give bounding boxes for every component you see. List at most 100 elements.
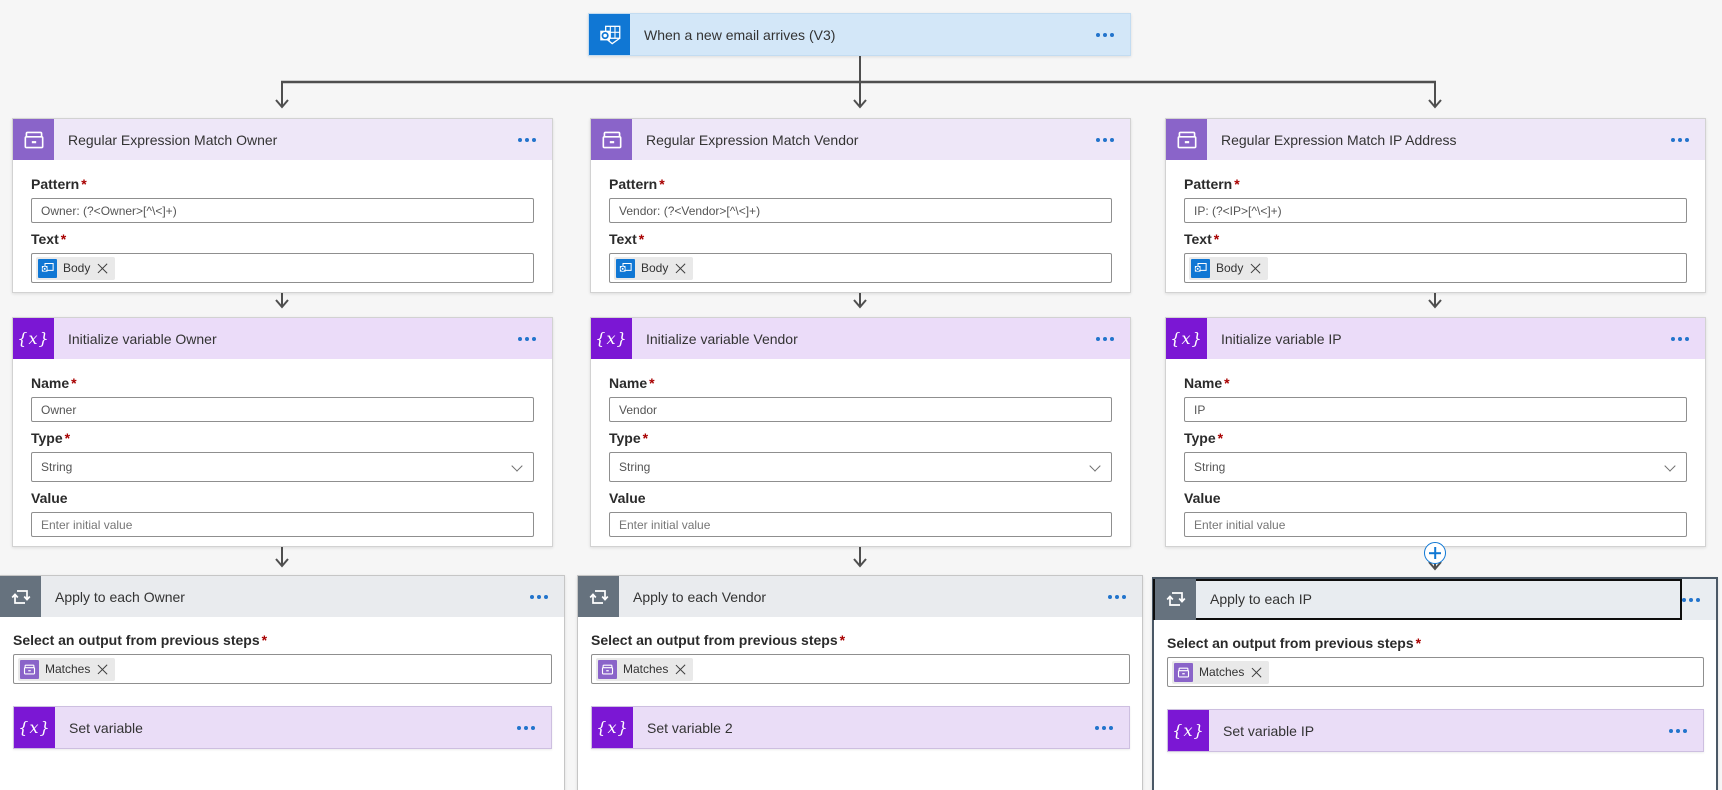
apply-title: Apply to each Vendor xyxy=(633,588,767,605)
type-select[interactable]: String xyxy=(31,452,534,482)
chevron-down-icon xyxy=(1089,459,1101,472)
token-label: Body xyxy=(641,261,669,275)
name-input[interactable] xyxy=(609,397,1112,422)
apply-header[interactable]: Apply to each Vendor xyxy=(578,576,1108,617)
regex-card-ip[interactable]: Regular Expression Match IP Address Patt… xyxy=(1165,118,1706,293)
loop-icon xyxy=(1155,578,1196,620)
chevron-down-icon xyxy=(511,459,523,472)
name-input[interactable] xyxy=(1184,397,1687,422)
trigger-menu-button[interactable] xyxy=(1096,32,1100,37)
body-token-chip[interactable]: Body xyxy=(614,256,694,280)
type-select[interactable]: String xyxy=(609,452,1112,482)
value-input[interactable] xyxy=(31,512,534,537)
set-variable-card[interactable]: {x} Set variable xyxy=(13,706,552,749)
remove-token-icon[interactable] xyxy=(1249,262,1261,274)
text-token-field[interactable]: Body xyxy=(31,253,534,283)
remove-token-icon[interactable] xyxy=(674,663,686,675)
init-variable-card-owner[interactable]: {x} Initialize variable Owner Name* Type… xyxy=(12,317,553,547)
card-menu-button[interactable] xyxy=(1096,137,1100,142)
pattern-input[interactable] xyxy=(1184,198,1687,223)
card-menu-button[interactable] xyxy=(1671,336,1675,341)
pattern-label: Pattern* xyxy=(609,176,665,192)
pattern-input[interactable] xyxy=(31,198,534,223)
card-menu-button[interactable] xyxy=(1671,137,1675,142)
value-input[interactable] xyxy=(1184,512,1687,537)
remove-token-icon[interactable] xyxy=(96,262,108,274)
matches-token-chip[interactable]: Matches xyxy=(1172,660,1270,684)
init-variable-card-vendor[interactable]: {x} Initialize variable Vendor Name* Typ… xyxy=(590,317,1131,547)
set-variable-card[interactable]: {x} Set variable IP xyxy=(1167,709,1704,752)
token-label: Body xyxy=(63,261,91,275)
card-menu-button[interactable] xyxy=(1095,725,1099,730)
apply-menu-button[interactable] xyxy=(1682,597,1686,602)
token-label: Body xyxy=(1216,261,1244,275)
regex-card-vendor[interactable]: Regular Expression Match Vendor Pattern*… xyxy=(590,118,1131,293)
remove-token-icon[interactable] xyxy=(674,262,686,274)
output-token-field[interactable]: Matches xyxy=(1167,657,1704,687)
card-header[interactable]: {x} Initialize variable Owner xyxy=(13,318,552,359)
body-token-chip[interactable]: Body xyxy=(1189,256,1269,280)
loop-icon xyxy=(578,576,619,617)
remove-token-icon[interactable] xyxy=(1250,666,1262,678)
apply-menu-button[interactable] xyxy=(530,594,534,599)
set-variable-card[interactable]: {x} Set variable 2 xyxy=(591,706,1130,749)
matches-token-chip[interactable]: Matches xyxy=(18,657,116,681)
regex-card-owner[interactable]: Regular Expression Match Owner Pattern* … xyxy=(12,118,553,293)
type-select[interactable]: String xyxy=(1184,452,1687,482)
apply-to-each-container-ip[interactable]: Apply to each IP Select an output from p… xyxy=(1152,577,1718,790)
outlook-icon xyxy=(616,258,635,278)
name-input[interactable] xyxy=(31,397,534,422)
pattern-input[interactable] xyxy=(609,198,1112,223)
output-token-field[interactable]: Matches xyxy=(591,654,1130,684)
card-title: Regular Expression Match IP Address xyxy=(1221,131,1457,148)
variable-icon: {x} xyxy=(1166,318,1207,359)
apply-header-row: Apply to each Owner xyxy=(0,576,564,617)
matches-token-chip[interactable]: Matches xyxy=(596,657,694,681)
text-token-field[interactable]: Body xyxy=(609,253,1112,283)
outlook-icon xyxy=(589,14,630,55)
value-label: Value xyxy=(1184,490,1221,506)
text-label: Text* xyxy=(609,231,645,247)
text-label: Text* xyxy=(1184,231,1220,247)
remove-token-icon[interactable] xyxy=(96,663,108,675)
card-header[interactable]: {x} Initialize variable IP xyxy=(1166,318,1705,359)
trigger-header[interactable]: When a new email arrives (V3) xyxy=(589,14,1130,55)
card-menu-button[interactable] xyxy=(1096,336,1100,341)
init-variable-card-ip[interactable]: {x} Initialize variable IP Name* Type* S… xyxy=(1165,317,1706,547)
card-menu-button[interactable] xyxy=(517,725,521,730)
card-title: Set variable IP xyxy=(1223,722,1315,739)
value-label: Value xyxy=(609,490,646,506)
output-token-field[interactable]: Matches xyxy=(13,654,552,684)
body-token-chip[interactable]: Body xyxy=(36,256,116,280)
apply-header-row: Apply to each Vendor xyxy=(578,576,1142,617)
card-header[interactable]: {x} Initialize variable Vendor xyxy=(591,318,1130,359)
card-header[interactable]: Regular Expression Match Vendor xyxy=(591,119,1130,160)
outlook-icon xyxy=(1191,258,1210,278)
variable-icon: {x} xyxy=(13,318,54,359)
apply-header[interactable]: Apply to each Owner xyxy=(0,576,530,617)
trigger-card[interactable]: When a new email arrives (V3) xyxy=(588,13,1131,56)
apply-to-each-container-vendor[interactable]: Apply to each Vendor Select an output fr… xyxy=(577,575,1143,790)
card-title: Regular Expression Match Vendor xyxy=(646,131,859,148)
card-menu-button[interactable] xyxy=(518,137,522,142)
token-label: Matches xyxy=(623,662,669,676)
apply-to-each-container-owner[interactable]: Apply to each Owner Select an output fro… xyxy=(0,575,565,790)
apply-header-row: Apply to each IP xyxy=(1153,578,1716,620)
insert-step-button[interactable] xyxy=(1424,542,1446,564)
apply-menu-button[interactable] xyxy=(1108,594,1112,599)
type-selected-value: String xyxy=(619,460,651,474)
apply-header[interactable]: Apply to each IP xyxy=(1153,578,1682,620)
select-output-label: Select an output from previous steps* xyxy=(591,632,846,648)
pattern-label: Pattern* xyxy=(31,176,87,192)
card-title: Regular Expression Match Owner xyxy=(68,131,278,148)
card-header[interactable]: Regular Expression Match Owner xyxy=(13,119,552,160)
card-header[interactable]: Regular Expression Match IP Address xyxy=(1166,119,1705,160)
card-menu-button[interactable] xyxy=(1669,728,1673,733)
variable-icon: {x} xyxy=(591,318,632,359)
value-input[interactable] xyxy=(609,512,1112,537)
variable-icon: {x} xyxy=(1168,710,1209,751)
text-token-field[interactable]: Body xyxy=(1184,253,1687,283)
card-menu-button[interactable] xyxy=(518,336,522,341)
token-label: Matches xyxy=(45,662,91,676)
